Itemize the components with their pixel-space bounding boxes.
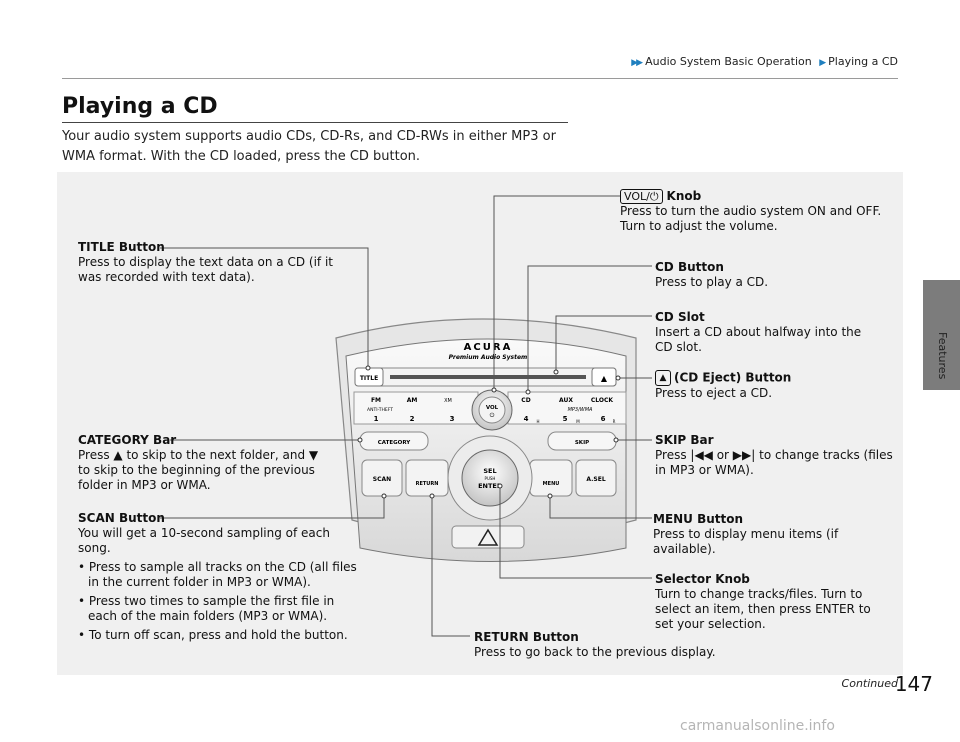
cd-slot-title: CD Slot (655, 310, 705, 324)
selector-knob-desc: Turn to change tracks/files. Turn to sel… (655, 587, 871, 631)
scan-button-callout: SCAN Button You will get a 10-second sam… (78, 511, 358, 647)
title-button-title: TITLE Button (78, 240, 165, 254)
eject-icon: ▲ (655, 370, 671, 386)
menu-button-desc: Press to display menu items (if availabl… (653, 527, 839, 556)
return-button-callout: RETURN Button Press to go back to the pr… (474, 630, 754, 660)
preset-6: 6 (601, 415, 606, 423)
am-key: AM (407, 397, 418, 404)
asel-key-label: A.SEL (586, 476, 605, 483)
vol-power-icon: VOL/⏻ (620, 189, 663, 204)
cd-button-title: CD Button (655, 260, 724, 274)
aux-key: AUX (559, 397, 573, 404)
vol-knob-callout: VOL/⏻Knob Press to turn the audio system… (620, 189, 905, 234)
menu-key-label: MENU (543, 481, 560, 487)
vol-knob-desc: Press to turn the audio system ON and OF… (620, 204, 882, 233)
preset-3: 3 (450, 415, 455, 423)
scan-bullet-list: • Press to sample all tracks on the CD (… (78, 560, 358, 643)
cd-slot (390, 375, 586, 379)
cd-eject-desc: Press to eject a CD. (655, 386, 773, 400)
clock-key: CLOCK (591, 397, 614, 404)
breadcrumb-current: Playing a CD (828, 55, 898, 68)
page-title: Playing a CD (62, 94, 218, 119)
scan-button-desc: You will get a 10-second sampling of eac… (78, 526, 330, 555)
title-button-callout: TITLE Button Press to display the text d… (78, 240, 338, 285)
breadcrumb-arrow-icon: ▶ (819, 58, 826, 68)
cd-slot-callout: CD Slot Insert a CD about halfway into t… (655, 310, 875, 355)
preset-5: 5 (563, 415, 568, 423)
selector-knob (461, 449, 519, 507)
title-button-desc: Press to display the text data on a CD (… (78, 255, 333, 284)
cd-button-desc: Press to play a CD. (655, 275, 769, 289)
title-rule (62, 122, 568, 123)
cd-button-callout: CD Button Press to play a CD. (655, 260, 895, 290)
skip-bar-callout: SKIP Bar Press |◀◀ or ▶▶| to change trac… (655, 433, 895, 478)
menu-button-callout: MENU Button Press to display menu items … (653, 512, 853, 557)
selector-knob-title: Selector Knob (655, 572, 750, 586)
preset-2: 2 (410, 415, 415, 423)
skip-bar-desc: Press |◀◀ or ▶▶| to change tracks (files… (655, 448, 893, 477)
breadcrumb-arrow-icon: ▶▶ (631, 58, 643, 68)
asel-key (575, 459, 617, 497)
leader-lines (160, 195, 652, 637)
intro-text: Your audio system supports audio CDs, CD… (62, 129, 556, 164)
section-tab (923, 280, 960, 390)
push-label: PUSH (485, 476, 496, 481)
skip-bar-label: SKIP (575, 440, 589, 446)
return-button-desc: Press to go back to the previous display… (474, 645, 716, 659)
page-number: 147 (894, 672, 933, 696)
sel-label: SEL (483, 467, 496, 475)
vol-label: VOL (486, 405, 499, 411)
category-bar-callout: CATEGORY Bar Press ▲ to skip to the next… (78, 433, 328, 493)
scan-bullet: • Press to sample all tracks on the CD (… (78, 560, 357, 589)
menu-button-title: MENU Button (653, 512, 744, 526)
mp3wma-label: MP3/WMA (568, 407, 593, 413)
scan-bullet: • To turn off scan, press and hold the b… (78, 628, 348, 642)
preset-1: 1 (374, 415, 379, 423)
menu-key (529, 459, 573, 497)
leader-dots (357, 365, 621, 499)
preset-m-label: M (576, 419, 580, 424)
enter-label: ENTER (478, 482, 502, 490)
xm-key: XM (444, 398, 452, 404)
anti-theft-label: ANTI-THEFT (367, 407, 393, 413)
category-bar-title: CATEGORY Bar (78, 433, 177, 447)
category-bar-label: CATEGORY (378, 440, 411, 446)
preset-r-label: R (613, 419, 616, 424)
power-icon: ⏻ (490, 412, 495, 419)
selector-knob-callout: Selector Knob Turn to change tracks/file… (655, 572, 885, 632)
cd-key: CD (521, 397, 530, 404)
cd-eject-title: (CD Eject) Button (674, 370, 792, 385)
watermark: carmanualsonline.info (680, 718, 835, 734)
scan-button-title: SCAN Button (78, 511, 165, 525)
breadcrumb: ▶▶Audio System Basic Operation ▶Playing … (631, 55, 898, 68)
title-key-label: TITLE (360, 375, 378, 382)
preset-4: 4 (524, 415, 529, 423)
scan-key-label: SCAN (373, 476, 391, 483)
fm-key: FM (371, 397, 381, 404)
right-button-bank (507, 391, 627, 425)
preset-h-label: H (536, 419, 539, 424)
vol-knob-title: Knob (666, 189, 702, 203)
return-key (405, 459, 449, 497)
continued-label: Continued (841, 677, 898, 690)
eject-key-icon: ▲ (601, 374, 608, 383)
cd-slot-desc: Insert a CD about halfway into the CD sl… (655, 325, 862, 354)
brand-logo: ACURA (464, 342, 513, 353)
skip-bar-title: SKIP Bar (655, 433, 714, 447)
return-key-label: RETURN (416, 481, 439, 487)
brand-subtitle: Premium Audio System (449, 354, 528, 361)
hazard-icon (477, 528, 499, 546)
return-button-title: RETURN Button (474, 630, 579, 644)
category-bar-desc: Press ▲ to skip to the next folder, and … (78, 448, 319, 492)
hazard-button (451, 525, 525, 549)
breadcrumb-parent[interactable]: Audio System Basic Operation (645, 55, 812, 68)
cd-eject-callout: ▲(CD Eject) Button Press to eject a CD. (655, 370, 895, 401)
scan-bullet: • Press two times to sample the first fi… (78, 594, 335, 623)
header-rule (62, 78, 898, 79)
